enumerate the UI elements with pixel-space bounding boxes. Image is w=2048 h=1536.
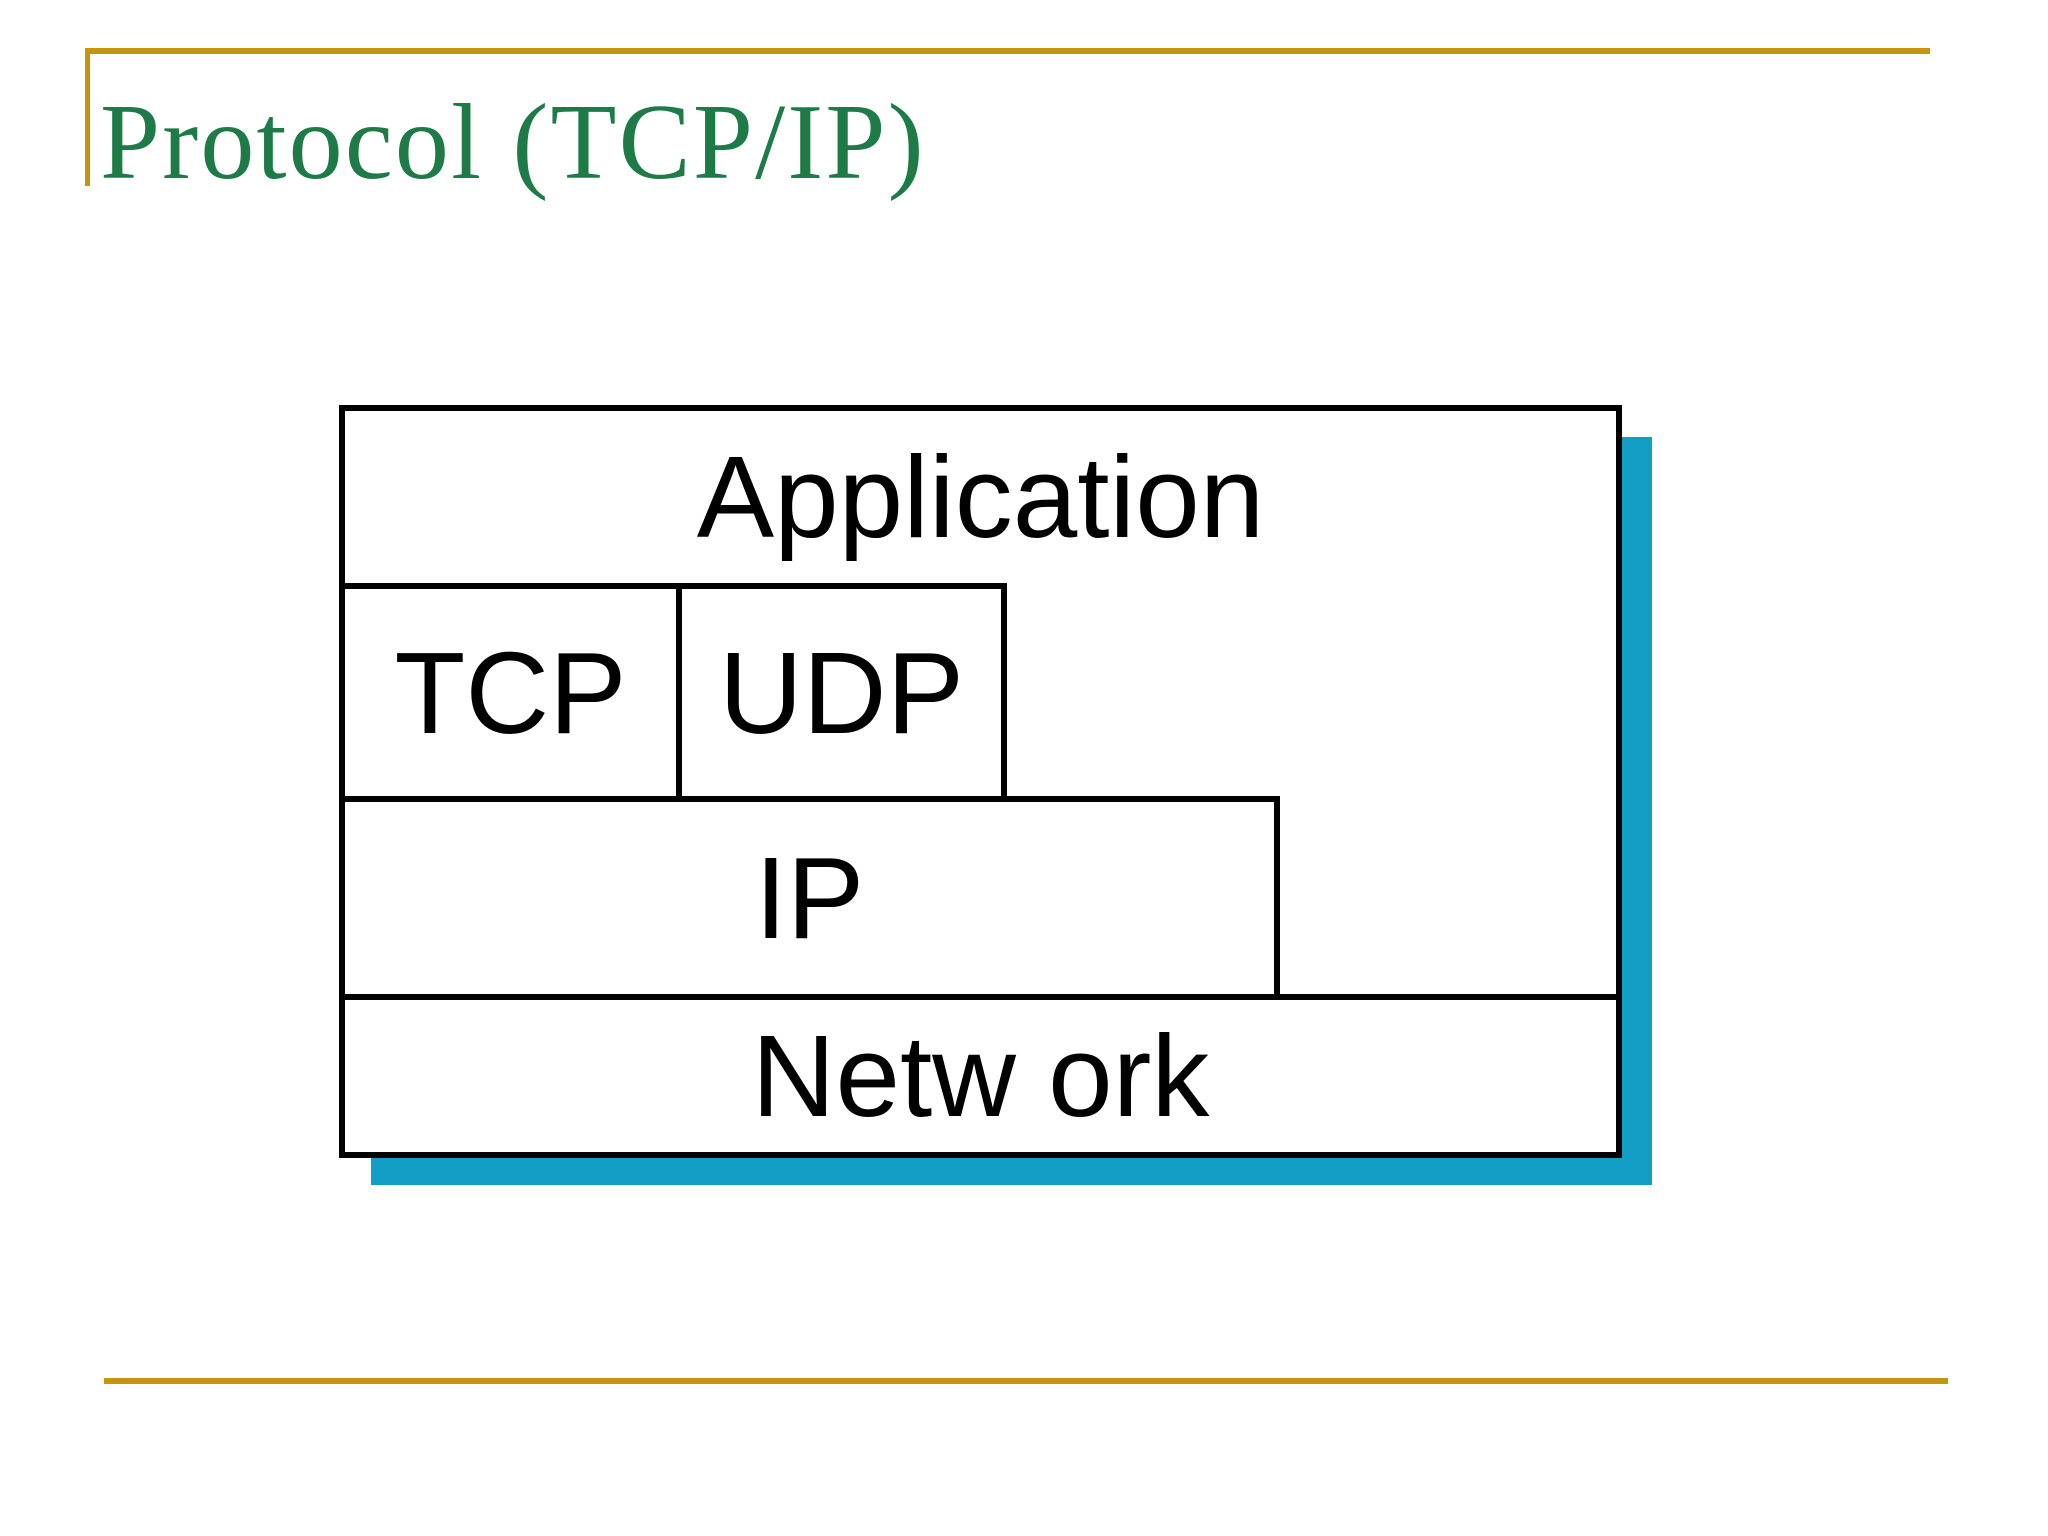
- layer-tcp: TCP: [339, 583, 682, 802]
- diagram-drop-shadow-bottom: [371, 1158, 1652, 1185]
- ip-label: IP: [754, 833, 865, 963]
- title-left-rule: [85, 48, 90, 186]
- layer-udp: UDP: [676, 583, 1007, 802]
- layer-ip: IP: [339, 796, 1280, 1000]
- layer-network: Netw ork: [339, 994, 1622, 1158]
- udp-label: UDP: [719, 627, 964, 758]
- network-label: Netw ork: [751, 1011, 1210, 1141]
- application-label: Application: [696, 432, 1265, 562]
- layer-application: Application: [339, 405, 1622, 589]
- diagram-drop-shadow-right: [1622, 437, 1652, 1185]
- slide-title: Protocol (TCP/IP): [100, 83, 926, 202]
- footer-rule: [104, 1378, 1948, 1384]
- tcp-label: TCP: [394, 627, 627, 758]
- title-top-rule: [85, 48, 1930, 54]
